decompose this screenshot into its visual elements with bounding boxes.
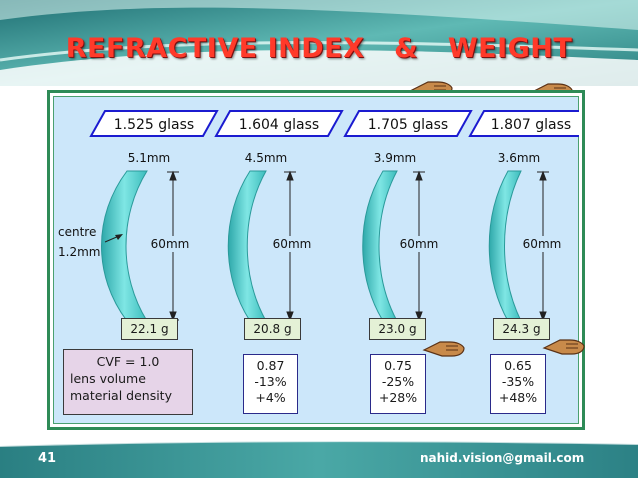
lens-diagram: 1.525 glass 1.604 glass 1.705 glass 1.80… [58,110,579,322]
cvf-volume-line: lens volume [70,371,146,386]
author-email: nahid.vision@gmail.com [420,451,585,465]
stats-box: 0.65 -35% +48% [490,354,546,414]
cvf-density-line: material density [70,388,172,403]
glass-banner-1: 1.525 glass [89,110,219,137]
cvf-value: 0.65 [504,358,532,373]
glass-label: 1.705 glass [368,117,448,133]
glass-label: 1.604 glass [239,117,319,133]
glass-label: 1.807 glass [491,117,571,133]
glass-banner-3: 1.705 glass [343,110,473,137]
page-title: REFRACTIVE INDEX & WEIGHT [65,33,573,64]
cvf-value: 0.75 [384,358,412,373]
volume-change: -35% [501,374,535,389]
glass-banner-2: 1.604 glass [214,110,344,137]
volume-change: -13% [254,374,287,389]
slide-number: 41 [38,451,57,466]
edge-thickness-label: 3.9mm [374,151,416,165]
cvf-formula-line: CVF = 1.0 [96,354,160,369]
edge-thickness-label: 3.6mm [498,151,540,165]
stats-box: 0.87 -13% +4% [243,354,298,414]
stats-box: 0.75 -25% +28% [370,354,426,414]
density-change: +28% [378,390,418,405]
weight-box: 22.1 g [121,318,178,340]
pointing-hand-icon [542,339,585,355]
glass-label: 1.525 glass [114,117,194,133]
edge-thickness-label: 5.1mm [128,151,170,165]
centre-label: centre [58,225,96,239]
lens-shape [101,170,148,322]
cvf-formula-box: CVF = 1.0 lens volume material density [63,349,193,415]
lens-shape [362,170,398,322]
pointing-hand-icon [422,341,465,357]
cvf-value: 0.87 [256,358,285,373]
lens-height-label: 60mm [523,237,562,251]
weight-box: 24.3 g [493,318,550,340]
weight-box: 20.8 g [244,318,301,340]
header-background [0,0,638,86]
lens-shape [488,170,522,322]
lens-height-label: 60mm [151,237,190,251]
edge-thickness-label: 4.5mm [245,151,287,165]
footer-background [0,440,638,478]
lens-shape [227,170,267,322]
glass-banner-4: 1.807 glass [468,110,579,137]
volume-change: -25% [381,374,415,389]
density-change: +48% [498,390,538,405]
weight-box: 23.0 g [369,318,426,340]
lens-height-label: 60mm [273,237,312,251]
lens-height-label: 60mm [400,237,439,251]
density-change: +4% [255,390,286,405]
centre-thickness-label: 1.2mm [58,245,100,259]
